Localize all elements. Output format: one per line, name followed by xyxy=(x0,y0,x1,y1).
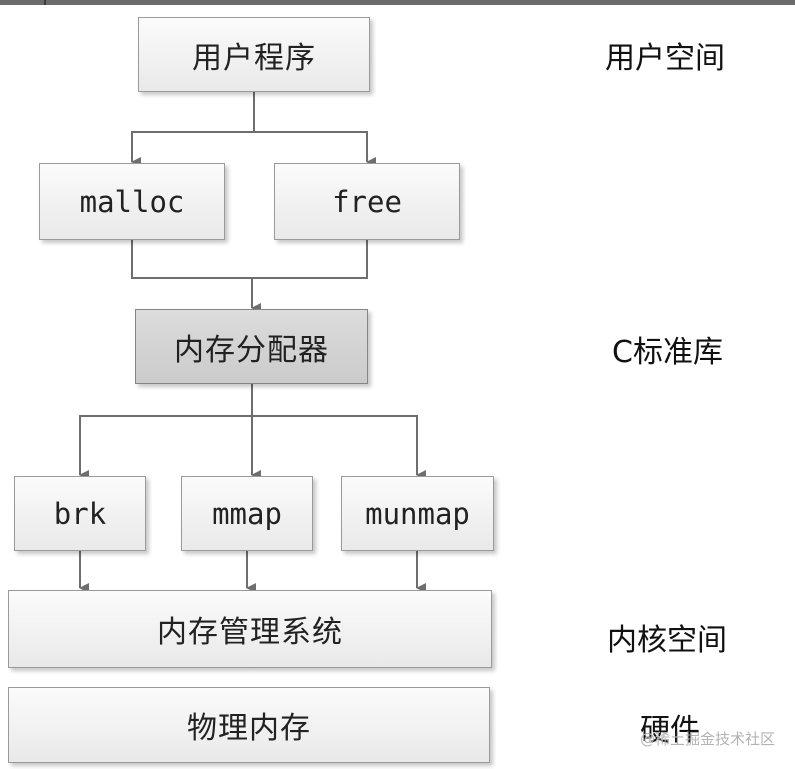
connector-malloc-to-allocator xyxy=(131,240,261,313)
connector-allocator-to-munmap xyxy=(252,415,426,480)
malloc-box: malloc xyxy=(39,163,225,240)
watermark-text: @稀土掘金技术社区 xyxy=(639,730,775,748)
memory-allocator-box: 内存分配器 xyxy=(135,309,368,384)
physical-memory-box: 物理内存 xyxy=(8,687,490,763)
label-kernel-space: 内核空间 xyxy=(607,623,727,658)
mmap-box: mmap xyxy=(181,476,313,551)
top-edge-bar xyxy=(0,0,795,5)
label-c-standard-library: C标准库 xyxy=(612,335,723,370)
brk-box: brk xyxy=(14,476,146,551)
memory-management-system-box: 内存管理系统 xyxy=(8,590,492,668)
connector-allocator-to-brk xyxy=(79,384,253,480)
munmap-box: munmap xyxy=(341,476,494,551)
top-edge-tick xyxy=(44,0,46,5)
label-hardware: 硬件 xyxy=(640,713,700,748)
connector-user-to-malloc xyxy=(131,92,255,167)
connector-free-merge xyxy=(252,240,368,279)
label-user-space: 用户空间 xyxy=(605,41,725,76)
connector-user-to-free xyxy=(254,131,376,167)
free-box: free xyxy=(274,163,460,240)
user-program-box: 用户程序 xyxy=(138,17,370,92)
